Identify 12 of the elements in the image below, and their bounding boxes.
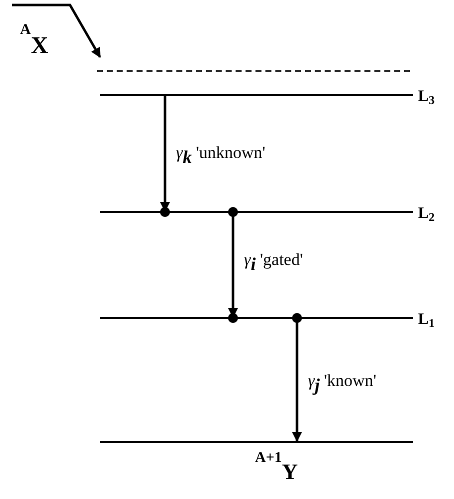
level-label: L$_{2}$	[418, 204, 435, 226]
level-label: L$_{3}$	[418, 87, 435, 109]
energy-level-line	[100, 211, 413, 213]
energy-level-line	[100, 94, 413, 96]
arrow	[292, 313, 302, 442]
arrow	[160, 96, 170, 217]
energy-level-line	[100, 317, 413, 319]
level-label: L$_{1}$	[418, 310, 435, 332]
energy-level-line	[100, 441, 413, 443]
arrow	[228, 207, 238, 323]
dashed-level-line	[97, 70, 410, 72]
arrow	[12, 4, 102, 58]
